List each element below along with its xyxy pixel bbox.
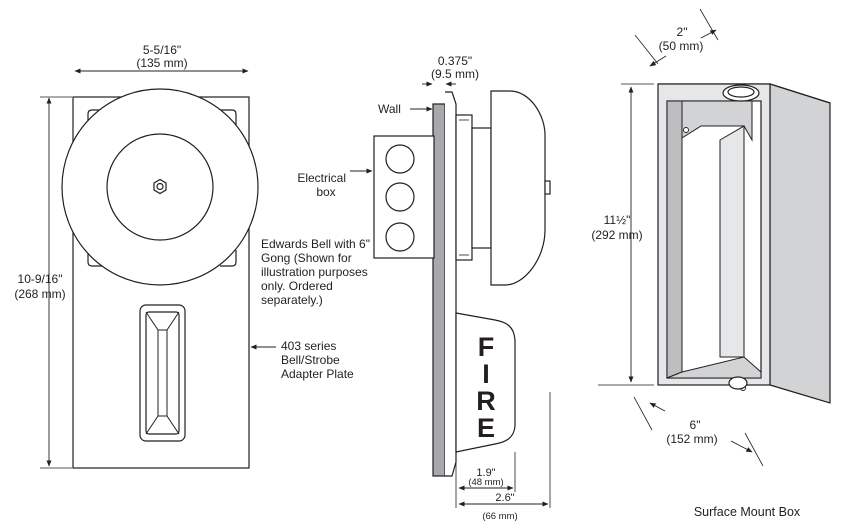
depth1-in: 1.9" — [476, 467, 495, 479]
bell-note-5: separately.) — [261, 293, 323, 307]
side-view — [350, 81, 551, 508]
electrical-box-label-1: Electrical — [297, 171, 346, 185]
front-width-in: 5-5/16" — [143, 43, 181, 57]
mount-tab-bl — [87, 250, 104, 267]
mount-tab-tr — [220, 109, 237, 125]
strobe-letter-e: E — [477, 413, 495, 443]
strobe-letter-i: I — [482, 359, 490, 389]
front-view — [40, 68, 276, 469]
bell-note-4: only. Ordered — [261, 279, 333, 293]
strobe-letter-f: F — [478, 332, 495, 362]
electrical-box-label-2: box — [316, 185, 335, 199]
box-depth-dim-line-a — [649, 55, 667, 67]
depth2-mm: (66 mm) — [482, 511, 517, 522]
adapter-plate-profile — [445, 91, 457, 477]
bell-gong-inner — [106, 133, 214, 241]
box-depth-in: 2" — [677, 25, 688, 39]
side-view-labels: 0.375" (9.5 mm) Wall Electrical box Edwa… — [261, 54, 518, 522]
front-height-mm: (268 mm) — [14, 287, 65, 301]
box-height-in: 11½" — [604, 213, 631, 227]
bell-stud — [544, 180, 551, 195]
bell-gong-side — [490, 90, 546, 286]
box-height-mm: (292 mm) — [591, 228, 642, 242]
plate-thickness-in: 0.375" — [438, 54, 472, 68]
knockout-3 — [385, 222, 415, 252]
surface-mount-box — [598, 8, 831, 467]
strobe-lens-outer — [139, 304, 186, 442]
wall-section — [432, 103, 446, 477]
bell-note-2: Gong (Shown for — [261, 251, 352, 265]
surface-box-caption: Surface Mount Box — [694, 505, 801, 519]
box-right-face — [769, 83, 831, 404]
depth2-in: 2.6" — [495, 492, 514, 504]
box-width-in: 6" — [690, 418, 701, 432]
front-height-in: 10-9/16" — [18, 272, 63, 286]
bell-base-1 — [455, 114, 473, 261]
strobe-letter-r: R — [476, 386, 496, 416]
box-width-dim-line-b — [730, 440, 753, 453]
box-width-mm: (152 mm) — [666, 432, 717, 446]
box-opening — [666, 100, 762, 379]
strobe-lens-inner — [145, 311, 180, 435]
box-depth-mm: (50 mm) — [659, 39, 704, 53]
plate-label-2: Bell/Strobe — [281, 353, 340, 367]
plate-label-1: 403 series — [281, 339, 336, 353]
knockout-1 — [385, 144, 415, 174]
mount-tab-tl — [87, 109, 104, 125]
front-width-mm: (135 mm) — [136, 56, 187, 70]
strobe-housing — [455, 312, 516, 453]
strobe-text: F I R E — [476, 332, 496, 443]
mount-tab-br — [220, 250, 237, 267]
plate-label-3: Adapter Plate — [281, 367, 354, 381]
bell-base-2 — [471, 127, 492, 249]
plate-thickness-mm: (9.5 mm) — [431, 67, 479, 81]
front-view-labels: 5-5/16" (135 mm) 10-9/16" (268 mm) — [14, 43, 187, 301]
knockout-2 — [385, 182, 415, 212]
surface-box-labels: 2" (50 mm) 11½" (292 mm) 6" (152 mm) Sur… — [591, 25, 801, 519]
bell-note-3: illustration purposes — [261, 265, 368, 279]
bell-note-1: Edwards Bell with 6" — [261, 237, 370, 251]
depth1-mm: (48 mm) — [468, 477, 503, 488]
box-depth-dim-line-b — [700, 29, 717, 39]
wall-label: Wall — [378, 102, 401, 116]
box-width-dim-line-a — [649, 402, 666, 412]
